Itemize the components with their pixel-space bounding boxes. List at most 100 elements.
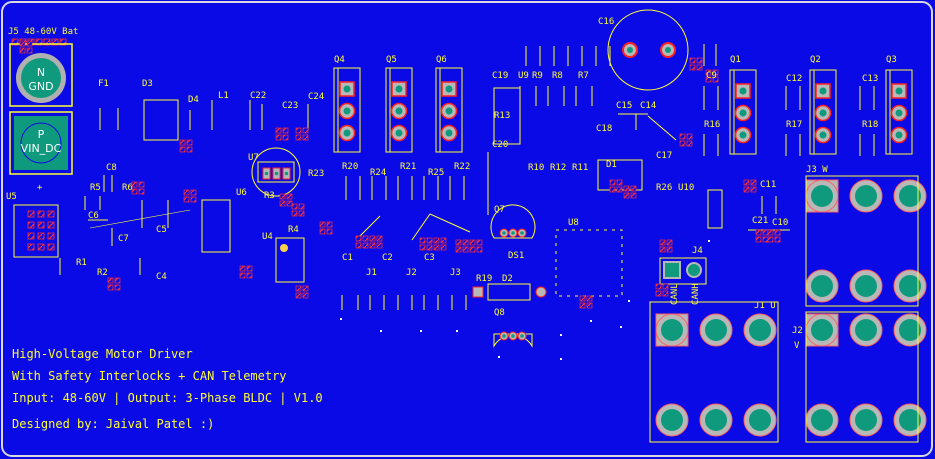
label-J1-U: J1 U xyxy=(754,301,776,311)
smd-pad xyxy=(623,185,630,192)
smd-pad xyxy=(369,242,376,249)
smd-pad xyxy=(43,38,51,46)
label-U9: U9 xyxy=(518,71,529,81)
label-J2-small: J2 xyxy=(406,268,417,278)
label-R5: R5 xyxy=(90,183,101,193)
smd-pad xyxy=(659,239,666,246)
label-C20: C20 xyxy=(492,140,508,150)
title-line-1: High-Voltage Motor Driver xyxy=(12,347,193,361)
label-C23: C23 xyxy=(282,101,298,111)
smd-pad xyxy=(286,193,293,200)
label-C16: C16 xyxy=(598,17,614,27)
smd-pad xyxy=(762,229,769,236)
smd-pad xyxy=(655,283,662,290)
label-C11: C11 xyxy=(760,180,776,190)
smd-pad xyxy=(712,69,719,76)
smd-pad xyxy=(47,232,55,240)
label-C22: C22 xyxy=(250,91,266,101)
via xyxy=(628,300,630,302)
smd-pad xyxy=(609,179,616,186)
mosfet-body xyxy=(729,69,757,155)
label-J4: J4 xyxy=(692,246,703,256)
smd-pad xyxy=(774,229,781,236)
via xyxy=(560,358,562,360)
label-C17: C17 xyxy=(656,151,672,161)
label-C5: C5 xyxy=(156,225,167,235)
battery-header-pins xyxy=(10,38,68,46)
smd-pad xyxy=(59,38,67,46)
title-line-4: Designed by: Jaival Patel :) xyxy=(12,417,214,431)
smd-pad xyxy=(696,57,703,64)
smd-pad xyxy=(27,243,35,251)
label-U7: U7 xyxy=(248,153,259,163)
smd-pad xyxy=(743,179,750,186)
smd-pad xyxy=(37,232,45,240)
label-F1: F1 xyxy=(98,79,109,89)
smd-pad xyxy=(750,179,757,186)
label-C4: C4 xyxy=(156,272,167,282)
title-line-3: Input: 48-60V | Output: 3-Phase BLDC | V… xyxy=(12,391,323,405)
label-Q6: Q6 xyxy=(436,55,447,65)
smd-pad xyxy=(586,295,593,302)
label-R26: R26 xyxy=(656,183,672,193)
u7-outline xyxy=(251,147,301,197)
positive-terminal-text: VIN_DC xyxy=(21,142,62,155)
via xyxy=(456,330,458,332)
label-C2: C2 xyxy=(382,253,393,263)
label-R1: R1 xyxy=(76,258,87,268)
label-U8: U8 xyxy=(568,218,579,228)
smd-pad xyxy=(686,140,693,147)
label-DS1: DS1 xyxy=(508,251,524,261)
smd-pad xyxy=(755,229,762,236)
j3-outline xyxy=(805,175,919,307)
smd-pad xyxy=(767,236,774,243)
smd-pad xyxy=(476,239,483,246)
label-R11: R11 xyxy=(572,163,588,173)
u4-outline xyxy=(275,237,305,283)
smd-pad xyxy=(469,239,476,246)
smd-pad xyxy=(190,189,197,196)
smd-pad xyxy=(295,127,302,134)
label-R23: R23 xyxy=(308,169,324,179)
u10-outline xyxy=(707,189,723,229)
label-R12: R12 xyxy=(550,163,566,173)
j2-outline xyxy=(805,311,919,443)
via xyxy=(380,330,382,332)
smd-pad xyxy=(689,64,696,71)
title-line-2: With Safety Interlocks + CAN Telemetry xyxy=(12,369,287,383)
smd-pad xyxy=(186,146,193,153)
label-R16: R16 xyxy=(704,120,720,130)
label-R6: R6 xyxy=(122,183,133,193)
smd-pad xyxy=(579,295,586,302)
smd-pad xyxy=(750,186,757,193)
mosfet-body xyxy=(809,69,837,155)
smd-pad xyxy=(686,133,693,140)
label-R25: R25 xyxy=(428,168,444,178)
label-R20: R20 xyxy=(342,162,358,172)
label-D4: D4 xyxy=(188,95,199,105)
smd-pad xyxy=(239,272,246,279)
smd-pad xyxy=(743,186,750,193)
via xyxy=(590,320,592,322)
smd-pad xyxy=(762,236,769,243)
smd-pad xyxy=(462,246,469,253)
smd-pad xyxy=(433,237,440,244)
smd-pad xyxy=(186,139,193,146)
negative-terminal-text: GND xyxy=(28,80,53,93)
smd-pad xyxy=(712,76,719,83)
label-C1: C1 xyxy=(342,253,353,263)
smd-pad xyxy=(26,40,33,47)
positive-terminal-frame xyxy=(9,111,73,175)
smd-pad xyxy=(362,242,369,249)
smd-pad xyxy=(179,146,186,153)
label-C19: C19 xyxy=(492,71,508,81)
part-reference-labels: U5 F1 D3 D4 L1 C22 C23 C24 C8 R5 R6 C6 C… xyxy=(6,17,897,351)
via xyxy=(560,334,562,336)
label-R8: R8 xyxy=(552,71,563,81)
smd-pad xyxy=(666,246,673,253)
smd-pad xyxy=(138,181,145,188)
smd-pad xyxy=(19,47,26,54)
negative-terminal-letter: N xyxy=(37,66,45,79)
smd-pad xyxy=(679,133,686,140)
smd-pad xyxy=(419,244,426,251)
